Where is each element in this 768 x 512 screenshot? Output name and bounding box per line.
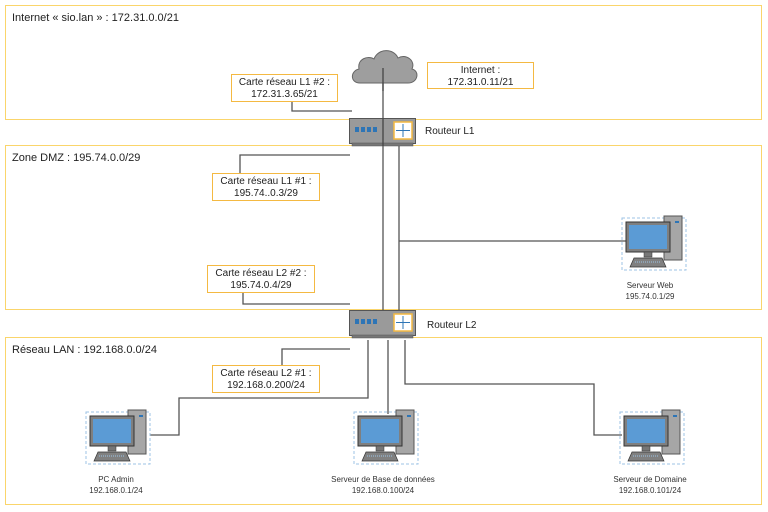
- callout-l2-nic2: [242, 292, 350, 305]
- label-l2-nic2-title: Carte réseau L2 #2 :: [215, 268, 307, 279]
- cloud-wire-overlay: [382, 68, 384, 91]
- callout-l1-nic2: [291, 100, 352, 112]
- label-internet-ip-value: 172.31.0.11/21: [447, 77, 514, 88]
- wire-l2-domain: [404, 340, 622, 436]
- domain-server-name: Serveur de Domaine: [613, 475, 687, 484]
- internet-cloud-icon: [351, 50, 418, 84]
- domain-server-icon: [619, 409, 685, 465]
- label-l1-nic1-ip: 195.74..0.3/29: [234, 188, 298, 199]
- db-server-ip: 192.168.0.100/24: [351, 486, 415, 495]
- label-l2-nic1-ip: 192.168.0.200/24: [227, 380, 305, 391]
- zone-lan-title: Réseau LAN : 192.168.0.0/24: [12, 344, 157, 356]
- label-l2-nic1: Carte réseau L2 #1 : 192.168.0.200/24: [212, 365, 320, 393]
- db-server-label: Serveur de Base de données 192.168.0.100…: [331, 474, 435, 496]
- label-l1-nic2-title: Carte réseau L1 #2 :: [238, 77, 331, 88]
- pc-admin-ip: 192.168.0.1/24: [89, 486, 143, 495]
- label-l2-nic1-title: Carte réseau L2 #1 :: [220, 368, 312, 379]
- label-internet-title: Internet :: [460, 65, 501, 76]
- web-server-label: Serveur Web 195.74.0.1/29: [626, 280, 675, 302]
- label-internet-ip: Internet : 172.31.0.11/21: [427, 62, 534, 89]
- router-l1-icon: [349, 118, 416, 147]
- callout-l1-nic1: [239, 154, 350, 173]
- label-l2-nic2-ip: 195.74.0.4/29: [230, 280, 292, 291]
- pc-admin-name: PC Admin: [98, 475, 134, 484]
- domain-server-label: Serveur de Domaine 192.168.0.101/24: [613, 474, 686, 496]
- label-l1-nic1-title: Carte réseau L1 #1 :: [220, 176, 312, 187]
- zone-dmz-title: Zone DMZ : 195.74.0.0/29: [12, 152, 141, 164]
- router-l1-label: Routeur L1: [425, 126, 475, 137]
- pc-admin-label: PC Admin 192.168.0.1/24: [89, 474, 142, 496]
- web-server-ip: 195.74.0.1/29: [625, 292, 675, 301]
- callout-l2-nic1: [281, 348, 350, 366]
- web-server-icon: [621, 215, 687, 271]
- router-l2-label: Routeur L2: [427, 320, 477, 331]
- label-l1-nic2-ip: 172.31.3.65/21: [251, 89, 318, 100]
- web-server-name: Serveur Web: [626, 281, 674, 290]
- pc-admin-icon: [85, 409, 151, 465]
- db-server-icon: [353, 409, 419, 465]
- db-server-name: Serveur de Base de données: [331, 475, 435, 484]
- router-l2-icon: [349, 310, 416, 339]
- label-l1-nic2: Carte réseau L1 #2 : 172.31.3.65/21: [231, 74, 338, 102]
- label-l1-nic1: Carte réseau L1 #1 : 195.74..0.3/29: [212, 173, 320, 201]
- label-l2-nic2: Carte réseau L2 #2 : 195.74.0.4/29: [207, 265, 315, 293]
- wire-l2-admin: [150, 340, 369, 436]
- domain-server-ip: 192.168.0.101/24: [618, 486, 682, 495]
- zone-internet-title: Internet « sio.lan » : 172.31.0.0/21: [12, 12, 179, 24]
